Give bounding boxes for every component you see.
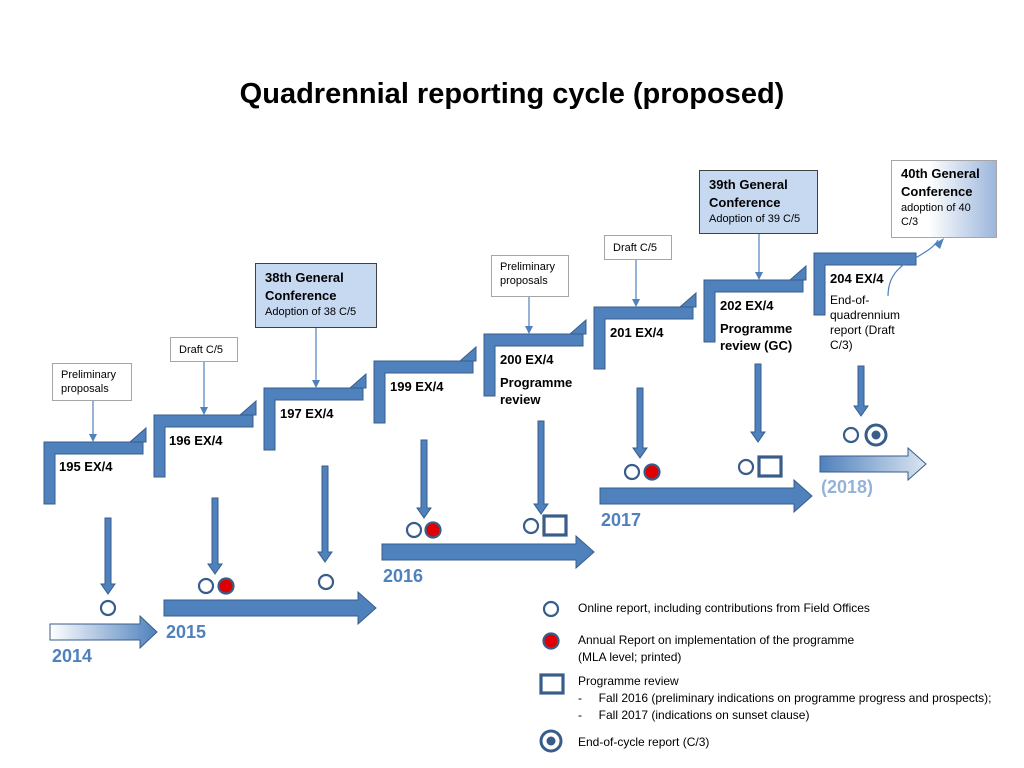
note-preliminary-proposals-2016: Preliminary proposals bbox=[491, 255, 569, 297]
step-202 bbox=[703, 264, 807, 343]
gc39-box: 39th General Conference Adoption of 39 C… bbox=[699, 170, 818, 234]
step-201 bbox=[593, 291, 697, 370]
session-202: 202 EX/4 bbox=[720, 298, 774, 313]
session-199: 199 EX/4 bbox=[390, 379, 444, 394]
step-196 bbox=[153, 399, 257, 478]
online-report-icon bbox=[405, 521, 423, 539]
programme-review-icon bbox=[542, 514, 568, 537]
year-2015: 2015 bbox=[166, 622, 207, 642]
session-202-desc: Programme review (GC) bbox=[720, 321, 793, 353]
legend-review-line2: - Fall 2016 (preliminary indications on … bbox=[578, 691, 992, 705]
gc40-box: 40th General Conference adoption of 40 C… bbox=[891, 160, 997, 238]
legend-annual-line1: Annual Report on implementation of the p… bbox=[578, 633, 855, 647]
session-196: 196 EX/4 bbox=[169, 433, 223, 448]
online-report-icon bbox=[623, 463, 641, 481]
online-report-icon bbox=[317, 573, 335, 591]
session-197: 197 EX/4 bbox=[280, 406, 334, 421]
legend-annual-line2: (MLA level; printed) bbox=[578, 650, 682, 664]
online-report-icon bbox=[842, 426, 860, 444]
online-report-icon bbox=[522, 517, 540, 535]
legend-online-icon bbox=[542, 600, 560, 618]
gc38-box: 38th General Conference Adoption of 38 C… bbox=[255, 263, 377, 328]
session-204-desc: End-of-quadrennium report (Draft C/3) bbox=[830, 293, 901, 352]
session-201: 201 EX/4 bbox=[610, 325, 664, 340]
step-197 bbox=[263, 372, 367, 451]
legend-review-line1: Programme review bbox=[578, 674, 679, 688]
legend-review-icon bbox=[539, 673, 565, 695]
year-arrow-2016 bbox=[381, 534, 595, 570]
year-arrow-2017 bbox=[599, 478, 813, 514]
programme-review-icon bbox=[757, 455, 783, 478]
year-2017: 2017 bbox=[601, 510, 642, 530]
legend-review-line3: - Fall 2017 (indications on sunset claus… bbox=[578, 708, 810, 722]
online-report-icon bbox=[197, 577, 215, 595]
annual-report-icon bbox=[643, 463, 661, 481]
year-2014: 2014 bbox=[52, 646, 93, 666]
online-report-icon bbox=[737, 458, 755, 476]
step-199 bbox=[373, 345, 477, 424]
year-2016: 2016 bbox=[383, 566, 424, 586]
step-204 bbox=[813, 252, 917, 316]
year-arrow-2015 bbox=[163, 590, 377, 626]
note-draft-c5-2017: Draft C/5 bbox=[604, 235, 672, 260]
page-title: Quadrennial reporting cycle (proposed) bbox=[239, 78, 785, 110]
down-arrows bbox=[100, 363, 869, 595]
note-preliminary-proposals-2014: Preliminary proposals bbox=[52, 363, 132, 401]
connector-arrows bbox=[89, 234, 944, 442]
session-200: 200 EX/4 bbox=[500, 352, 554, 367]
step-200 bbox=[483, 318, 587, 397]
step-195 bbox=[43, 426, 147, 505]
year-2018: (2018) bbox=[821, 477, 874, 497]
report-markers bbox=[99, 423, 888, 617]
legend-annual-icon bbox=[542, 632, 560, 650]
session-200-desc: Programme review bbox=[500, 375, 573, 407]
annual-report-icon bbox=[217, 577, 235, 595]
online-report-icon bbox=[99, 599, 117, 617]
note-draft-c5-2015: Draft C/5 bbox=[170, 337, 238, 362]
session-204: 204 EX/4 bbox=[830, 271, 884, 286]
legend-endcycle: End-of-cycle report (C/3) bbox=[578, 735, 710, 749]
annual-report-icon bbox=[424, 521, 442, 539]
session-195: 195 EX/4 bbox=[59, 459, 113, 474]
year-arrow-2018 bbox=[819, 446, 927, 482]
year-arrow-2014 bbox=[49, 614, 158, 650]
legend-icons bbox=[539, 600, 565, 753]
legend-online: Online report, including contributions f… bbox=[578, 601, 870, 615]
